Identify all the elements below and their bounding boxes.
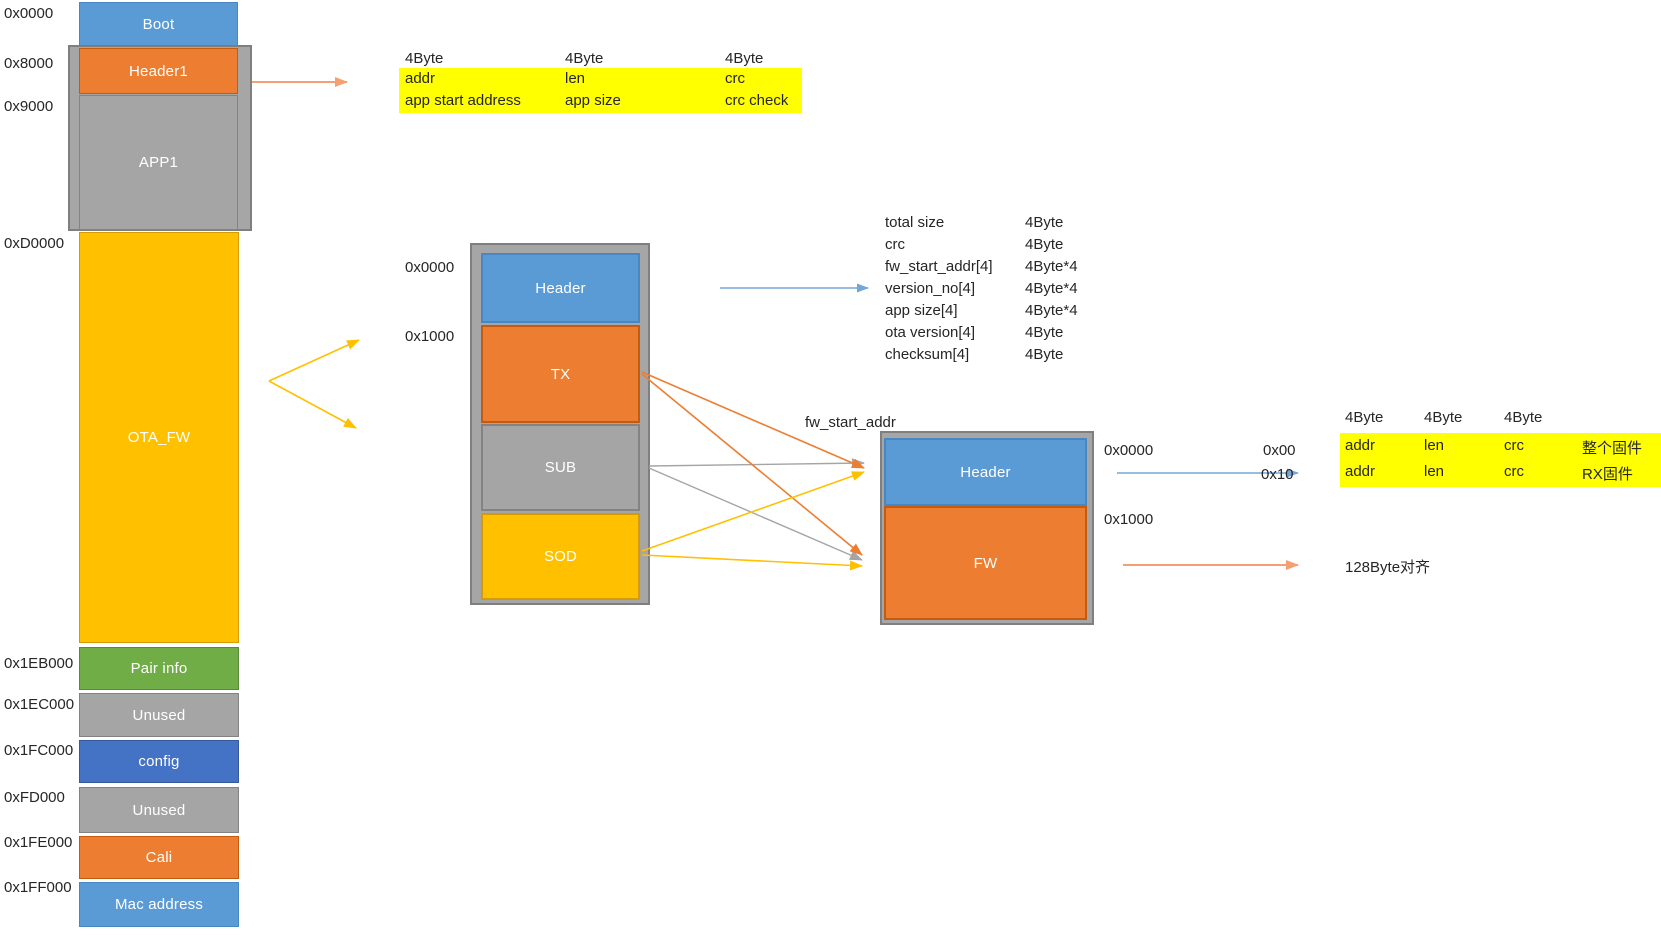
arrow-otafw-fork-down — [268, 380, 357, 429]
align-note-128byte: 128Byte对齐 — [1345, 559, 1431, 576]
addr-label-0xD0000: 0xD0000 — [4, 235, 65, 252]
field-size: 4Byte*4 — [1025, 258, 1078, 275]
fw-table-col3: 4Byte — [1504, 409, 1543, 426]
fw-table-cell: addr — [1345, 437, 1376, 454]
addr-label-0x1EC000: 0x1EC000 — [4, 696, 75, 713]
arrow-sub-to-fw — [648, 467, 863, 561]
header1-table-cell: len — [565, 70, 586, 87]
fw-box-header: Header — [884, 438, 1087, 506]
addr-label-0x0000: 0x0000 — [4, 5, 54, 22]
fw-box-addr-0x0000: 0x0000 — [1104, 442, 1154, 459]
field-name: total size — [885, 214, 945, 231]
ota-box-tx: TX — [481, 325, 640, 423]
fw-table-col2: 4Byte — [1424, 409, 1463, 426]
field-size: 4Byte — [1025, 346, 1064, 363]
region-mac-address: Mac address — [79, 882, 239, 927]
field-size: 4Byte*4 — [1025, 302, 1078, 319]
header1-table-cell: addr — [405, 70, 436, 87]
field-name: checksum[4] — [885, 346, 970, 363]
ota-box-addr-0x1000: 0x1000 — [405, 328, 455, 345]
fw-table-cell: addr — [1345, 463, 1376, 480]
arrow-sub-to-header — [648, 458, 865, 469]
addr-label-0xFD000: 0xFD000 — [4, 789, 65, 806]
region-app1: APP1 — [79, 95, 238, 230]
header1-table-cell: crc — [725, 70, 745, 87]
region-ota-fw: OTA_FW — [79, 232, 239, 643]
fw-table-cell-whole-firmware: 整个固件 — [1582, 440, 1643, 457]
fw-table-cell: len — [1424, 437, 1445, 454]
field-name: fw_start_addr[4] — [885, 258, 993, 275]
ota-box-header: Header — [481, 253, 640, 323]
header1-table-col2: 4Byte — [565, 50, 604, 67]
fw-box-addr-0x1000: 0x1000 — [1104, 511, 1154, 528]
arrow-tx-to-fw — [641, 373, 863, 556]
fw-table-offset-0x10: 0x10 — [1261, 466, 1294, 483]
field-size: 4Byte — [1025, 236, 1064, 253]
addr-label-0x1FF000: 0x1FF000 — [4, 879, 72, 896]
field-size: 4Byte*4 — [1025, 280, 1078, 297]
header1-table-highlight — [399, 68, 802, 113]
fw-table-col1: 4Byte — [1345, 409, 1384, 426]
header1-table-col3: 4Byte — [725, 50, 764, 67]
field-name: app size[4] — [885, 302, 958, 319]
region-unused-2: Unused — [79, 787, 239, 833]
fw-start-addr-label: fw_start_addr — [805, 414, 896, 431]
field-name: crc — [885, 236, 905, 253]
arrow-sod-to-header — [641, 471, 865, 552]
fw-table-highlight — [1340, 433, 1661, 487]
header1-table-cell: app size — [565, 92, 621, 109]
fw-table-cell: crc — [1504, 437, 1524, 454]
field-name: ota version[4] — [885, 324, 976, 341]
field-size: 4Byte — [1025, 324, 1064, 341]
header1-table-cell: app start address — [405, 92, 521, 109]
fw-table-cell-rx-firmware: RX固件 — [1582, 466, 1633, 483]
addr-label-0x9000: 0x9000 — [4, 98, 54, 115]
region-boot: Boot — [79, 2, 238, 46]
ota-box-addr-0x0000: 0x0000 — [405, 259, 455, 276]
region-unused-1: Unused — [79, 693, 239, 737]
addr-label-0x1FE000: 0x1FE000 — [4, 834, 73, 851]
fw-table-cell: crc — [1504, 463, 1524, 480]
region-pair-info: Pair info — [79, 647, 239, 690]
header1-table-col1: 4Byte — [405, 50, 444, 67]
addr-label-0x1FC000: 0x1FC000 — [4, 742, 74, 759]
region-header1: Header1 — [79, 48, 238, 94]
region-config: config — [79, 740, 239, 783]
fw-box-fw: FW — [884, 506, 1087, 620]
fw-table-offset-0x00: 0x00 — [1263, 442, 1296, 459]
addr-label-0x1EB000: 0x1EB000 — [4, 655, 74, 672]
field-name: version_no[4] — [885, 280, 976, 297]
region-cali: Cali — [79, 836, 239, 879]
arrow-sod-to-fw — [641, 554, 863, 571]
ota-box-sod: SOD — [481, 513, 640, 600]
field-size: 4Byte — [1025, 214, 1064, 231]
header1-table-cell: crc check — [725, 92, 789, 109]
fw-table-cell: len — [1424, 463, 1445, 480]
ota-box-sub: SUB — [481, 424, 640, 511]
arrow-otafw-fork-up — [268, 339, 360, 382]
addr-label-0x8000: 0x8000 — [4, 55, 54, 72]
